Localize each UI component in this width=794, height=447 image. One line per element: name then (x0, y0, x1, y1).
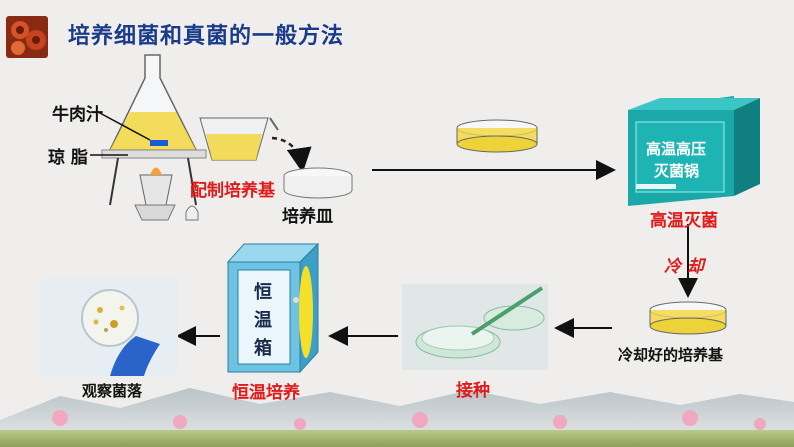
sterilize-label: 高温灭菌 (650, 211, 718, 231)
cool-label: 冷 却 (664, 257, 704, 277)
agar-label: 琼 脂 (48, 148, 88, 168)
pouring-beaker (199, 117, 279, 161)
autoclave (628, 96, 760, 206)
colony-observation-photo (40, 278, 178, 376)
incubate-label: 恒温培养 (232, 383, 300, 403)
title-bar: 培养细菌和真菌的一般方法 (0, 0, 794, 62)
inoculation-photo (402, 284, 548, 370)
bacteria-logo-icon (6, 16, 48, 58)
petri-dish-label: 培养皿 (282, 207, 333, 227)
observe-label: 观察菌落 (82, 382, 143, 400)
autoclave-text-line2: 灭菌锅 (654, 162, 700, 180)
beef-broth-label: 牛肉汁 (52, 105, 103, 125)
flask-on-tripod (101, 54, 207, 221)
incubator-char-3: 箱 (254, 338, 272, 359)
petri-dish-medium (456, 119, 538, 153)
incubator-char-1: 恒 (254, 282, 272, 303)
incubator-char-2: 温 (254, 310, 272, 331)
prepare-medium-label: 配制培养基 (190, 181, 275, 201)
cooled-medium-label: 冷却好的培养基 (618, 346, 724, 364)
autoclave-text-line1: 高温高压 (646, 140, 707, 158)
incubator (226, 242, 320, 374)
petri-dish-empty (283, 167, 353, 199)
petri-dish-cooled (649, 301, 727, 335)
inoculate-label: 接种 (456, 381, 490, 401)
page-title: 培养细菌和真菌的一般方法 (68, 24, 345, 49)
